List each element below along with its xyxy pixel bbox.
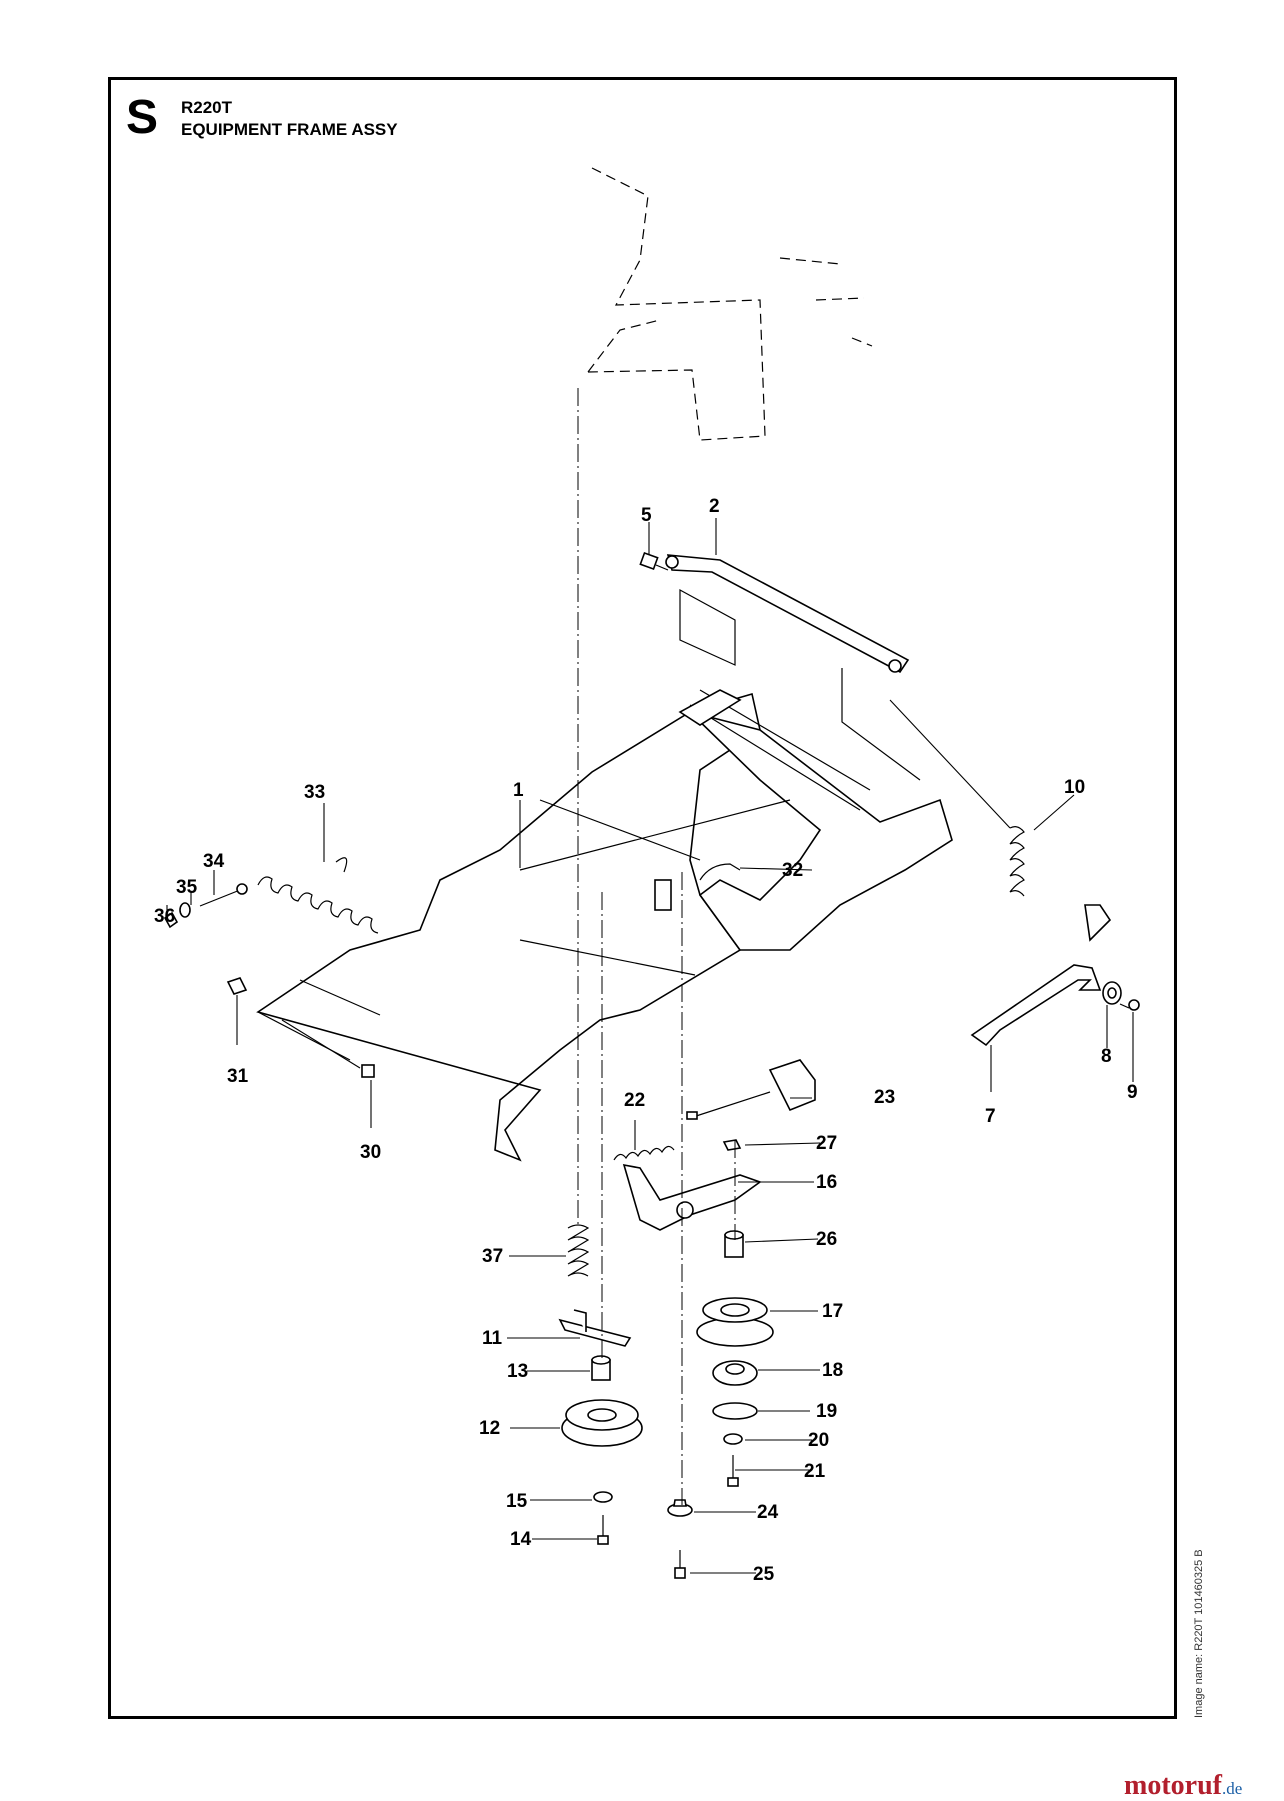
callout-21: 21 (804, 1461, 826, 1482)
screw-14 (597, 1515, 609, 1545)
callout-26: 26 (816, 1229, 837, 1250)
spring-10 (889, 699, 1025, 897)
washer-15 (593, 1491, 613, 1503)
lever-7 (970, 904, 1112, 1047)
washer-24 (667, 1499, 693, 1517)
nut-27 (722, 1139, 742, 1151)
callout-13: 13 (507, 1361, 528, 1382)
diagram-border (108, 77, 1177, 1719)
callout-31: 31 (227, 1066, 249, 1087)
callout-14: 14 (510, 1529, 532, 1550)
brand-name: motoruf (1124, 1770, 1222, 1801)
mower-body-sketch (587, 167, 873, 441)
brand-tld: .de (1221, 1779, 1243, 1798)
callout-30: 30 (360, 1142, 381, 1163)
callout-37: 37 (482, 1246, 503, 1267)
leader-lines (166, 518, 1134, 1574)
callout-23: 23 (874, 1087, 895, 1108)
assembly-title: EQUIPMENT FRAME ASSY (181, 120, 398, 139)
callout-5: 5 (641, 505, 652, 526)
bushing-8 (1102, 981, 1122, 1005)
bushing-13 (591, 1355, 611, 1381)
callout-17: 17 (822, 1301, 843, 1322)
callout-24: 24 (757, 1502, 779, 1523)
callout-2: 2 (709, 496, 720, 517)
callout-25: 25 (753, 1564, 775, 1585)
callout-32: 32 (782, 860, 803, 881)
bracket-11 (558, 1309, 632, 1347)
bushing-26 (724, 1230, 744, 1258)
callout-19: 19 (816, 1401, 837, 1422)
nut-31 (226, 977, 248, 995)
callout-36: 36 (154, 906, 175, 927)
lift-rod (665, 554, 921, 781)
alignment-axes (577, 388, 736, 1505)
screw-21 (727, 1455, 739, 1487)
callout-12: 12 (479, 1418, 500, 1439)
callout-33: 33 (304, 782, 325, 803)
model-name: R220T (181, 98, 233, 117)
callout-18: 18 (822, 1360, 843, 1381)
callout-9: 9 (1127, 1082, 1138, 1103)
callout-7: 7 (985, 1106, 996, 1127)
callout-labels: 1 2 5 7 8 9 10 11 12 13 14 15 16 17 18 1… (154, 496, 1138, 1585)
callout-11: 11 (482, 1328, 503, 1349)
spring-22 (613, 1145, 675, 1161)
callout-20: 20 (808, 1430, 829, 1451)
callout-1: 1 (513, 780, 524, 801)
section-letter: S (126, 91, 159, 144)
washer-20 (723, 1433, 743, 1445)
cable-23 (686, 1059, 816, 1120)
callout-35: 35 (176, 877, 198, 898)
pulley-17 (696, 1297, 774, 1347)
bolt-30 (281, 1019, 375, 1078)
bearing-18 (712, 1360, 758, 1386)
spring-33 (257, 857, 379, 934)
callout-27: 27 (816, 1133, 837, 1154)
spring-37 (567, 1224, 590, 1277)
idler-arm-16 (622, 1163, 762, 1231)
pulley-12 (561, 1399, 643, 1447)
bolt-34 (199, 883, 248, 907)
equipment-frame (256, 689, 953, 1162)
callout-16: 16 (816, 1172, 837, 1193)
callout-34: 34 (203, 851, 225, 872)
bolt-5 (639, 551, 669, 571)
brand-logo[interactable]: motoruf.de (1124, 1772, 1242, 1800)
callout-8: 8 (1101, 1046, 1112, 1067)
screw-25 (674, 1550, 686, 1579)
nut-36 (163, 911, 179, 929)
washer-19 (712, 1402, 758, 1420)
callout-22: 22 (624, 1090, 645, 1111)
washer-35 (179, 902, 191, 918)
callout-15: 15 (506, 1491, 528, 1512)
cotter-pin-32 (699, 863, 741, 881)
screw-9 (1119, 999, 1140, 1011)
callout-10: 10 (1064, 777, 1085, 798)
